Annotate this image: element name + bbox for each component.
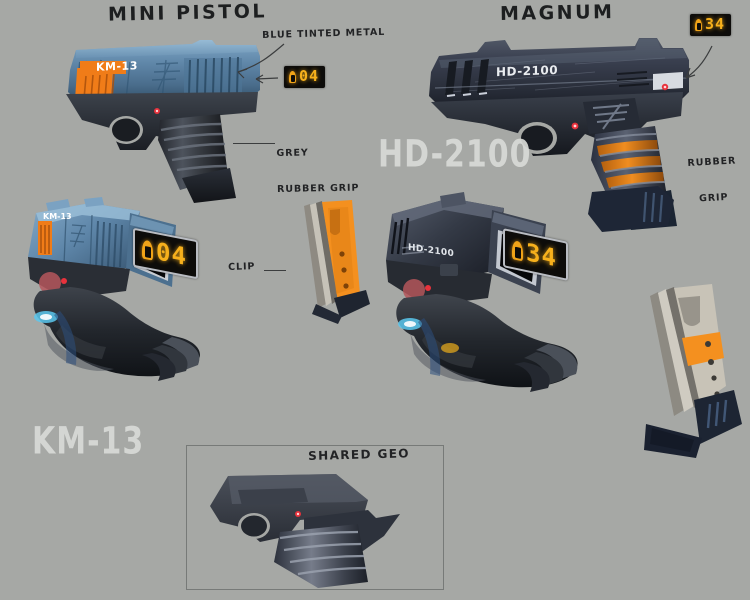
bullet-icon <box>695 18 702 31</box>
leader-line-hd-ammo <box>685 45 713 79</box>
bullet-icon <box>512 239 523 261</box>
shared-geo-view <box>208 466 420 588</box>
hd2100-clip-view <box>638 282 750 462</box>
shared-geo-frame <box>186 445 444 590</box>
annotation-rubber-grip-line1: RUBBER <box>687 155 737 169</box>
ammo-counter-km13-callout: 04 <box>284 66 326 88</box>
annotation-grey-rubber-grip-line1: GREY <box>276 147 309 159</box>
hd2100-grip-fragment <box>588 186 678 236</box>
km13-clip-view <box>282 198 372 328</box>
title-mini-pistol: MINI PISTOL <box>107 0 268 26</box>
annotation-clip: CLIP <box>228 261 256 273</box>
title-magnum: MAGNUM <box>499 1 615 25</box>
hd2100-slide-decal: HD-2100 <box>496 62 559 80</box>
annotation-grey-rubber-grip: GREY RUBBER GRIP <box>276 123 360 220</box>
leader-line-blue-metal <box>237 43 285 79</box>
km13-slide-decal: KM-13 <box>96 59 138 74</box>
leader-line-clip <box>264 270 286 272</box>
km-13-logotype: KM-13 <box>32 419 145 464</box>
annotation-grey-rubber-grip-line2: RUBBER GRIP <box>277 182 360 195</box>
annotation-shared-geo: SHARED GEO <box>307 446 411 463</box>
annotation-rubber-grip: RUBBER GRIP <box>686 131 740 229</box>
leader-line-ammo-badge <box>255 74 279 84</box>
km13-fpv-view: KM-13 <box>10 195 280 410</box>
svg-text:KM-13: KM-13 <box>43 212 72 221</box>
km13-side-view <box>60 28 290 203</box>
bullet-icon <box>142 238 153 261</box>
leader-line-grey-grip <box>233 143 275 145</box>
annotation-rubber-grip-line2: GRIP <box>698 191 729 205</box>
bullet-icon <box>289 70 296 83</box>
ammo-counter-hd2100-callout: 34 <box>690 14 732 36</box>
hd-2100-logotype: HD-2100 <box>378 132 532 177</box>
